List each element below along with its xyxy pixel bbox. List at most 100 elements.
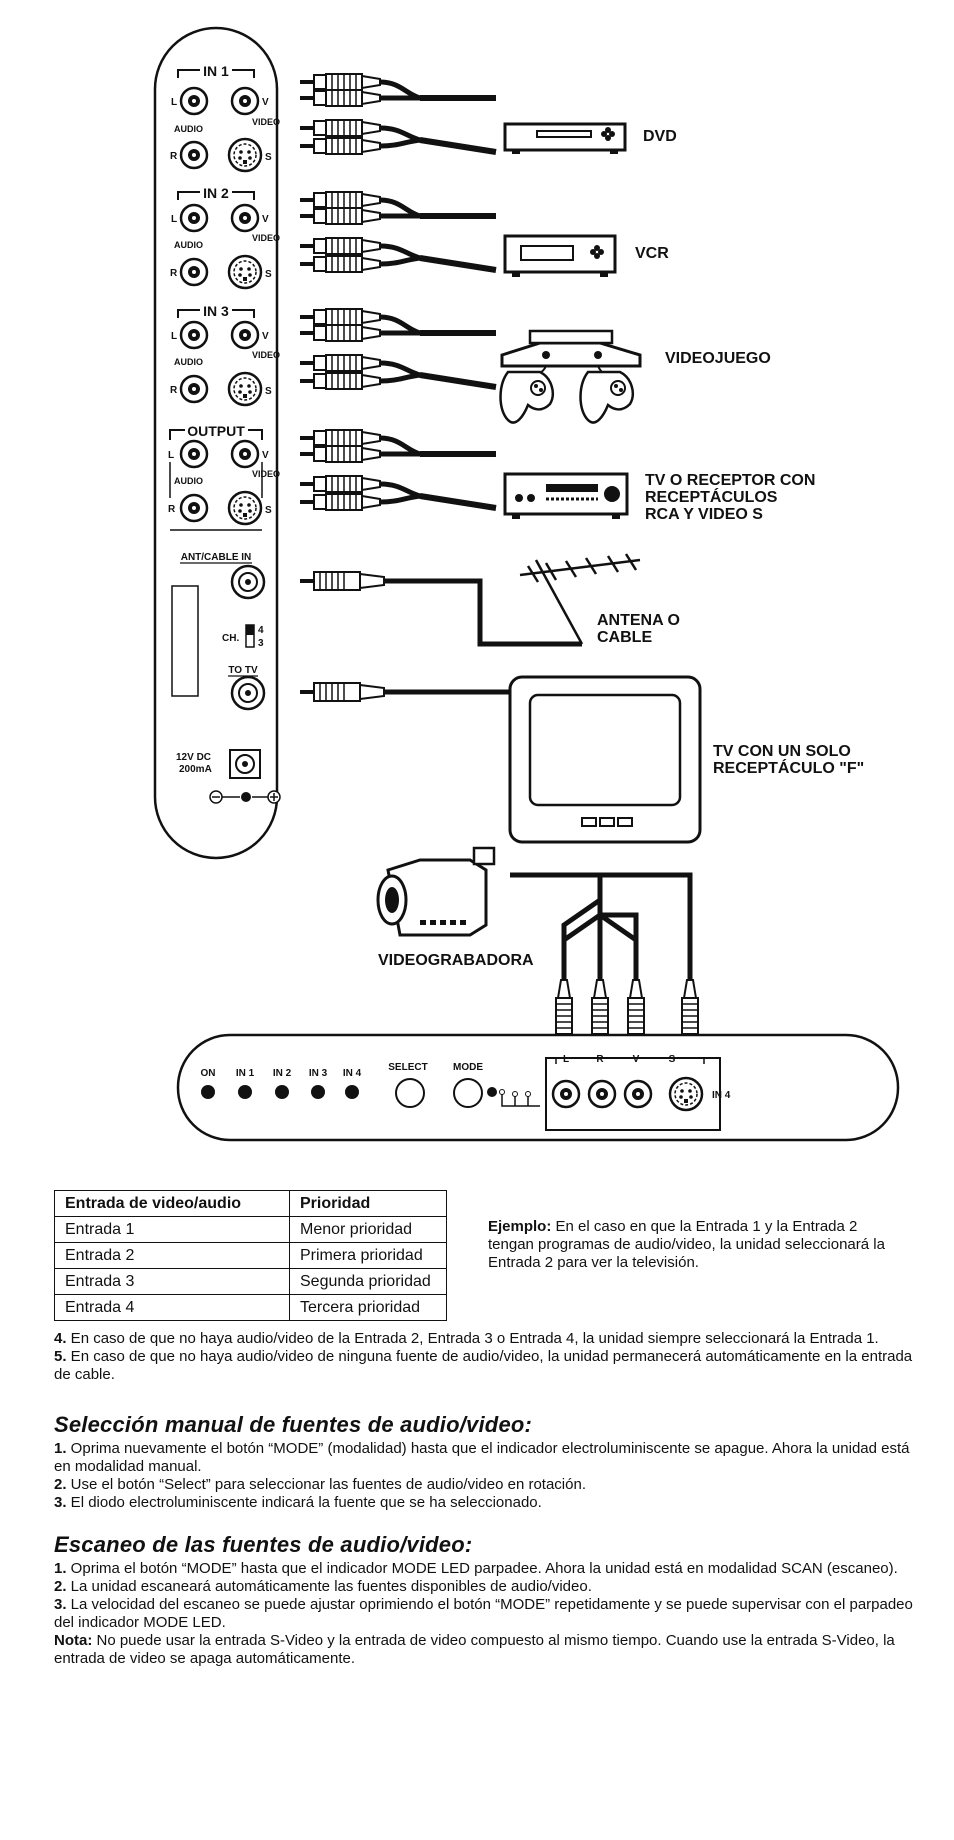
in1-led: [238, 1085, 252, 1099]
fp-svideo-jack: [668, 1076, 704, 1112]
television-icon: [508, 675, 702, 844]
step-text: La velocidad del escaneo se puede ajusta…: [54, 1596, 913, 1631]
on-led: [201, 1085, 215, 1099]
label-l: L: [171, 97, 177, 108]
front-panel-controls: ON IN 1 IN 2 IN 3 IN 4 SELECT MODE L R V…: [201, 1054, 731, 1131]
fp-video-jack: [623, 1079, 653, 1109]
output-video-jack: [230, 439, 260, 469]
game-label: VIDEOJUEGO: [665, 350, 771, 367]
in3-audio-r-jack: [179, 374, 209, 404]
table-cell: Segunda prioridad: [289, 1268, 447, 1295]
in1-audio-r-jack: [179, 140, 209, 170]
game-console-icon: [499, 329, 642, 424]
fp-audio-l-jack: [551, 1079, 581, 1109]
fp-s-label: S: [669, 1054, 676, 1065]
tv-label: TV CON UN SOLO RECEPTÁCULO "F": [713, 743, 864, 777]
label-video: VIDEO: [252, 117, 280, 127]
rf-section: ANT/CABLE IN CH. 4 3 TO TV 12V DC 200mA: [171, 552, 281, 804]
vcr-label: VCR: [635, 245, 669, 262]
in1-title: IN 1: [203, 63, 229, 79]
select-label: SELECT: [388, 1062, 427, 1073]
table-cell: Primera prioridad: [289, 1242, 447, 1269]
note-bold: Nota:: [54, 1632, 93, 1649]
in2-group: IN 2 L V AUDIO VIDEO R S: [170, 185, 280, 290]
antenna-label: ANTENA O CABLE: [597, 612, 680, 646]
power-label-1: 12V DC: [176, 752, 211, 763]
scan-steps: 1. Oprima el botón “MODE” hasta que el i…: [54, 1560, 914, 1668]
receiver-label-line: RCA Y VIDEO S: [645, 506, 763, 523]
camcorder-label: VIDEOGRABADORA: [378, 952, 534, 969]
tv-label-line: RECEPTÁCULO "F": [713, 760, 865, 777]
table-cell: Menor prioridad: [289, 1216, 447, 1243]
ch4-label: 4: [258, 625, 264, 636]
scan-step: 1. Oprima el botón “MODE” hasta que el i…: [54, 1560, 914, 1578]
camcorder-cables: [510, 872, 693, 980]
step-num: 2.: [54, 1578, 67, 1595]
in1-video-jack: [230, 86, 260, 116]
notes: 4. En caso de que no haya audio/video de…: [54, 1330, 914, 1384]
step-num: 3.: [54, 1494, 67, 1511]
note-num: 5.: [54, 1348, 67, 1365]
in1-label: IN 1: [236, 1068, 255, 1079]
antenna-label-line: ANTENA O: [597, 612, 680, 629]
label-s: S: [265, 269, 272, 280]
header-priority: Prioridad: [289, 1190, 447, 1217]
label-l: L: [171, 214, 177, 225]
label-video: VIDEO: [252, 469, 280, 479]
note-text: En caso de que no haya audio/video de la…: [66, 1330, 879, 1347]
output-group: OUTPUT L V AUDIO VIDEO R S: [168, 423, 280, 531]
header-input: Entrada de video/audio: [54, 1190, 290, 1217]
ant-cable-in-label: ANT/CABLE IN: [181, 552, 252, 563]
mode-label: MODE: [453, 1062, 483, 1073]
label-video: VIDEO: [252, 233, 280, 243]
in3-led: [311, 1085, 325, 1099]
camcorder-icon: [376, 846, 496, 937]
receiver-label: TV O RECEPTOR CON RECEPTÁCULOS RCA Y VID…: [645, 472, 815, 523]
step-text: Use el botón “Select” para seleccionar l…: [66, 1476, 586, 1493]
table-row: Entrada 3 Segunda prioridad: [54, 1268, 447, 1295]
table-header-row: Entrada de video/audio Prioridad: [54, 1190, 447, 1217]
label-r: R: [170, 151, 178, 162]
scan-step: 2. La unidad escaneará automáticamente l…: [54, 1578, 914, 1596]
tv-label-line: TV CON UN SOLO: [713, 743, 851, 760]
ch3-label: 3: [258, 638, 264, 649]
table-cell: Entrada 4: [54, 1294, 290, 1321]
manual-step: 2. Use el botón “Select” para selecciona…: [54, 1476, 914, 1494]
label-audio: AUDIO: [174, 476, 203, 486]
fp-r-label: R: [596, 1054, 604, 1065]
fp-v-label: V: [633, 1054, 640, 1065]
output-audio-r-jack: [179, 493, 209, 523]
label-s: S: [265, 505, 272, 516]
example-body: En el caso en que la Entrada 1 y la Entr…: [488, 1218, 885, 1271]
in3-audio-l-jack: [179, 320, 209, 350]
fp-in4-label: IN 4: [712, 1090, 731, 1101]
table-cell: Entrada 2: [54, 1242, 290, 1269]
label-s: S: [265, 152, 272, 163]
cable-in3: [300, 309, 496, 389]
receiver-label-line: TV O RECEPTOR CON: [645, 472, 816, 489]
label-s: S: [265, 386, 272, 397]
vcr-icon: [503, 234, 617, 277]
power-label-2: 200mA: [179, 764, 212, 775]
antenna-icon: [519, 553, 641, 645]
scan-step: 3. La velocidad del escaneo se puede aju…: [54, 1596, 914, 1632]
table-cell: Entrada 3: [54, 1268, 290, 1295]
label-audio: AUDIO: [174, 357, 203, 367]
on-label: ON: [201, 1068, 216, 1079]
in2-led: [275, 1085, 289, 1099]
label-v: V: [262, 450, 269, 461]
example-text: Ejemplo: En el caso en que la Entrada 1 …: [488, 1218, 888, 1272]
dvd-label: DVD: [643, 128, 677, 145]
connection-diagram: IN 1 L V AUDIO VIDEO R S IN 2 L V AUDIO …: [153, 26, 900, 1142]
in1-group: IN 1 L V AUDIO VIDEO R S: [170, 63, 280, 173]
rf-cable-tv: [300, 682, 510, 702]
table-row: Entrada 2 Primera prioridad: [54, 1242, 447, 1269]
note-item: 5. En caso de que no haya audio/video de…: [54, 1348, 914, 1384]
label-audio: AUDIO: [174, 124, 203, 134]
receiver-icon: [503, 472, 629, 519]
output-svideo-jack: [227, 490, 263, 526]
rf-cable-antenna: [300, 571, 582, 647]
in2-label: IN 2: [273, 1068, 292, 1079]
fp-l-label: L: [563, 1054, 569, 1065]
step-text: Oprima el botón “MODE” hasta que el indi…: [66, 1560, 898, 1577]
